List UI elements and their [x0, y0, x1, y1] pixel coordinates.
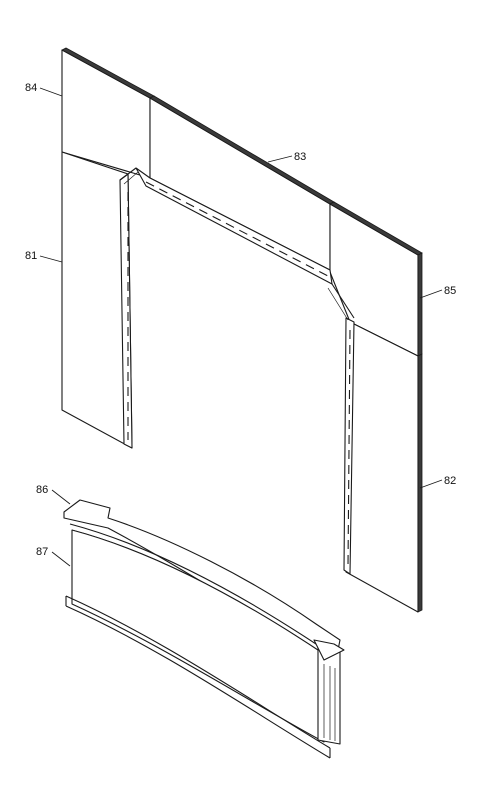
part-86-front-edge	[69, 523, 323, 649]
leader-81	[39, 255, 63, 263]
callout-81: 81	[25, 250, 37, 262]
leader-86	[51, 489, 71, 505]
part-81-miter-line-b	[123, 171, 139, 185]
fastener-line-right-leg	[347, 329, 351, 567]
leader-82	[419, 479, 443, 489]
callout-leaders	[39, 87, 443, 567]
part-82-inner-return	[343, 317, 355, 575]
part-82-right-leg-panel	[345, 321, 419, 613]
fastener-line-header	[145, 181, 329, 277]
callout-85: 85	[444, 285, 456, 297]
part-87-bottom-lip-b	[65, 605, 331, 759]
part-87-front-panel	[71, 529, 325, 743]
part-82-miter-line	[331, 283, 355, 319]
part-82-side-edge	[417, 353, 423, 613]
callout-83: 83	[294, 151, 306, 163]
callout-87: 87	[36, 546, 48, 558]
part-83-underside	[135, 167, 333, 285]
part-81-miter-line	[119, 167, 137, 181]
leader-84	[39, 87, 63, 97]
callout-82: 82	[444, 475, 456, 487]
surround-frame	[61, 47, 423, 613]
leader-83	[267, 155, 293, 163]
callout-labels: 84 83 81 85 82 86 87	[25, 82, 456, 558]
pilaster-cap	[313, 639, 345, 661]
hearth-base	[63, 499, 345, 759]
leader-87	[51, 551, 71, 567]
leader-85	[419, 289, 443, 299]
callout-86: 86	[36, 484, 48, 496]
part-87-right-pilaster	[317, 643, 341, 745]
part-82-miter-line-b	[327, 287, 349, 321]
part-87-bottom-lip	[65, 595, 331, 749]
callout-84: 84	[25, 82, 37, 94]
part-85-side-edge	[417, 252, 423, 357]
